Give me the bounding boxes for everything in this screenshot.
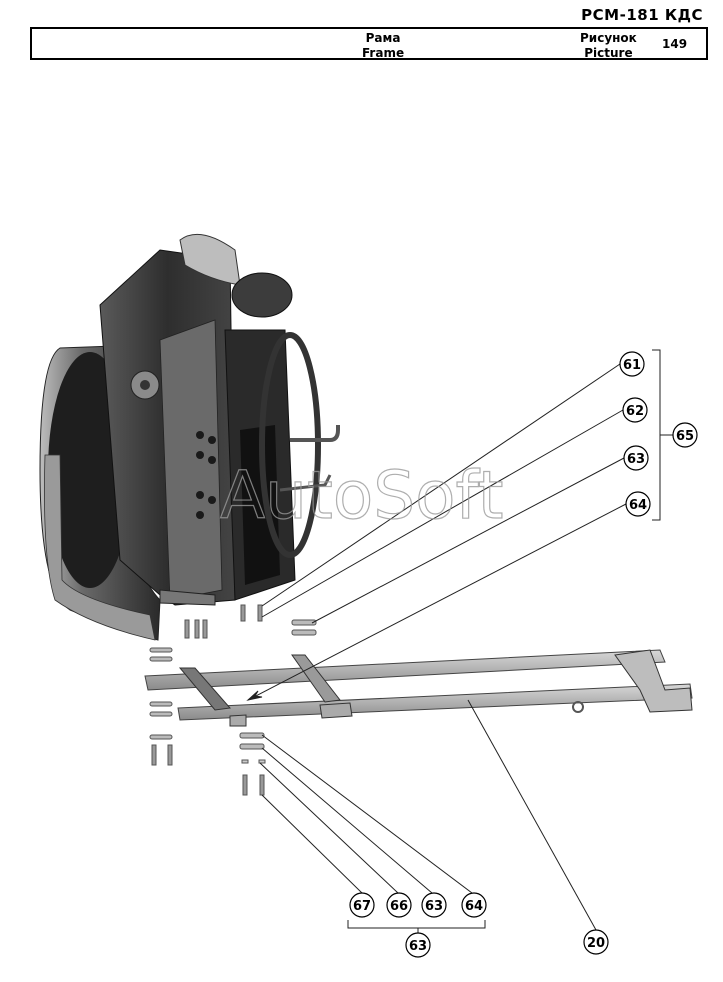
callout-63-lower: 63 [421, 892, 447, 918]
title-block: Рама Frame Рисунок Picture 149 [30, 27, 708, 60]
fastener-hardware [149, 604, 317, 796]
picture-label-en: Picture [584, 46, 633, 60]
callout-63-group-label: 63 [409, 939, 427, 954]
callout-64-upper: 64 [625, 491, 651, 517]
callout-62: 62 [622, 397, 648, 423]
title-en: Frame [362, 46, 405, 60]
callout-64-lower: 64 [461, 892, 487, 918]
title-block-name: Рама Frame [362, 31, 404, 61]
frame-rail-front [177, 683, 693, 721]
frame [144, 649, 693, 727]
frame-lifting-eye [572, 701, 584, 713]
frame-rail-rear [144, 649, 666, 691]
coolant-pipe [290, 425, 340, 442]
frame-mount-pad [319, 702, 353, 719]
document-code: РСМ-181 КДС [581, 6, 703, 24]
bracket-arm [279, 474, 332, 492]
callout-63-group: 63 [405, 932, 431, 958]
callout-61: 61 [619, 351, 645, 377]
callout-61-label: 61 [623, 358, 641, 373]
fan-ring [259, 332, 321, 558]
pulley-hub [140, 380, 150, 390]
callout-64-upper-label: 64 [629, 498, 647, 513]
engine-assembly [39, 233, 340, 641]
radiator-core [240, 425, 280, 585]
callout-67: 67 [349, 892, 375, 918]
shroud-lip [44, 454, 156, 641]
callout-64-lower-label: 64 [465, 899, 483, 914]
callout-66-label: 66 [390, 899, 408, 914]
callout-63-upper: 63 [623, 445, 649, 471]
picture-number: 149 [662, 37, 688, 51]
callout-62-label: 62 [626, 404, 644, 419]
frame-lower-mount [229, 714, 247, 727]
callout-65: 65 [672, 422, 698, 448]
callout-63-lower-label: 63 [425, 899, 443, 914]
callout-66: 66 [386, 892, 412, 918]
frame-crossmember-left [178, 667, 231, 711]
callout-20-label: 20 [587, 936, 605, 951]
frame-crossmember-mid [291, 654, 341, 703]
callout-67-label: 67 [353, 899, 371, 914]
block-ports [196, 431, 216, 519]
callout-20: 20 [583, 929, 609, 955]
watermark: AutoSoft [220, 457, 503, 534]
callout-65-label: 65 [676, 429, 694, 444]
title-ru: Рама [365, 31, 401, 45]
callout-63-upper-label: 63 [627, 452, 645, 467]
intake-pipe [231, 272, 293, 318]
title-block-picture-label: Рисунок Picture [580, 31, 637, 61]
frame-end-bracket [614, 649, 693, 713]
picture-label-ru: Рисунок [580, 31, 637, 45]
block-side-panel [159, 319, 223, 601]
mount-foot [159, 589, 216, 606]
leader-lines [246, 349, 673, 933]
